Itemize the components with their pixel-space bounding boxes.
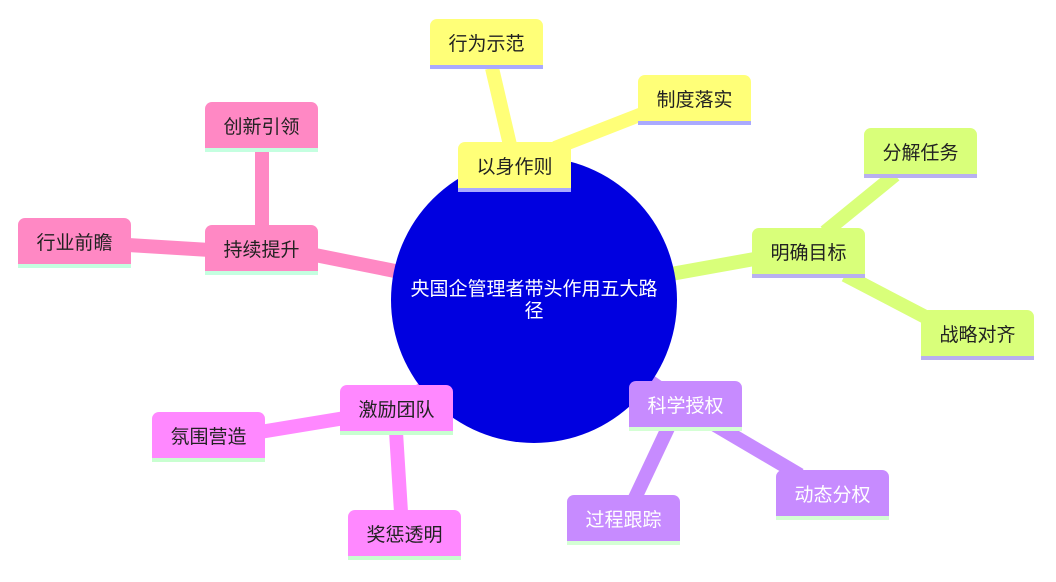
branch-scientific-delegation[interactable]: 科学授权 [629, 381, 742, 431]
leaf-behavior-demo[interactable]: 行为示范 [430, 19, 543, 69]
edge [628, 425, 675, 501]
edge [127, 238, 211, 257]
edge [485, 66, 517, 147]
branch-motivate-team[interactable]: 激励团队 [340, 385, 453, 435]
edge [820, 169, 900, 238]
leaf-system-implementation[interactable]: 制度落实 [638, 75, 751, 125]
edge [258, 411, 347, 439]
edge [841, 268, 939, 329]
branch-lead-by-example[interactable]: 以身作则 [458, 142, 571, 192]
leaf-dynamic-decentralization[interactable]: 动态分权 [776, 470, 889, 520]
central-topic-label: 央国企管理者带头作用五大路径 [410, 278, 658, 322]
leaf-strategy-alignment[interactable]: 战略对齐 [921, 310, 1034, 360]
leaf-industry-foresight[interactable]: 行业前瞻 [18, 218, 131, 268]
leaf-atmosphere[interactable]: 氛围营造 [152, 412, 265, 462]
leaf-transparent-rewards[interactable]: 奖惩透明 [348, 510, 461, 560]
branch-clear-goals[interactable]: 明确目标 [752, 228, 865, 278]
leaf-innovation-lead[interactable]: 创新引领 [205, 102, 318, 152]
leaf-process-tracking[interactable]: 过程跟踪 [567, 495, 680, 545]
leaf-decompose-tasks[interactable]: 分解任务 [864, 128, 977, 178]
edge [711, 418, 804, 482]
edge [389, 431, 408, 513]
branch-continuous-improvement[interactable]: 持续提升 [205, 225, 318, 275]
edge [552, 107, 645, 155]
edge [658, 251, 762, 283]
